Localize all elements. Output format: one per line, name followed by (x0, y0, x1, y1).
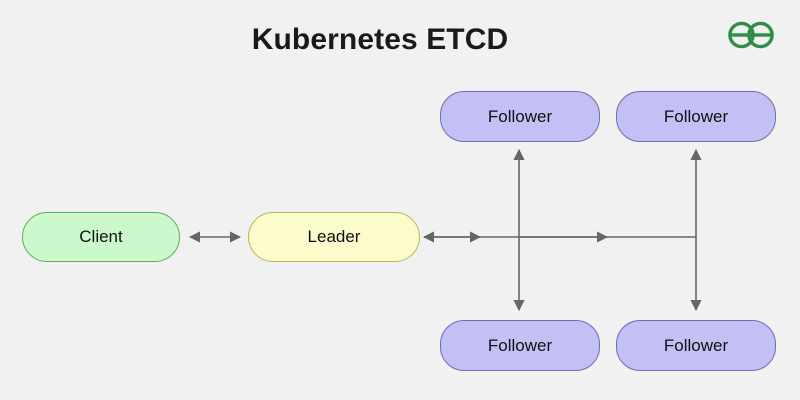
geeksforgeeks-logo (722, 14, 780, 56)
node-follower-top-left[interactable]: Follower (440, 91, 600, 142)
node-leader[interactable]: Leader (248, 212, 420, 262)
node-follower-top-right[interactable]: Follower (616, 91, 776, 142)
node-follower-bottom-right[interactable]: Follower (616, 320, 776, 371)
page-title: Kubernetes ETCD (251, 23, 509, 56)
node-follower-bottom-left-label: Follower (487, 335, 553, 355)
node-leader-label: Leader (307, 227, 361, 246)
node-client[interactable]: Client (22, 212, 180, 262)
node-follower-bottom-right-label: Follower (663, 335, 729, 355)
node-follower-top-right-label: Follower (663, 106, 729, 126)
node-client-label: Client (79, 227, 123, 246)
node-follower-top-left-label: Follower (487, 106, 553, 126)
node-follower-bottom-left[interactable]: Follower (440, 320, 600, 371)
